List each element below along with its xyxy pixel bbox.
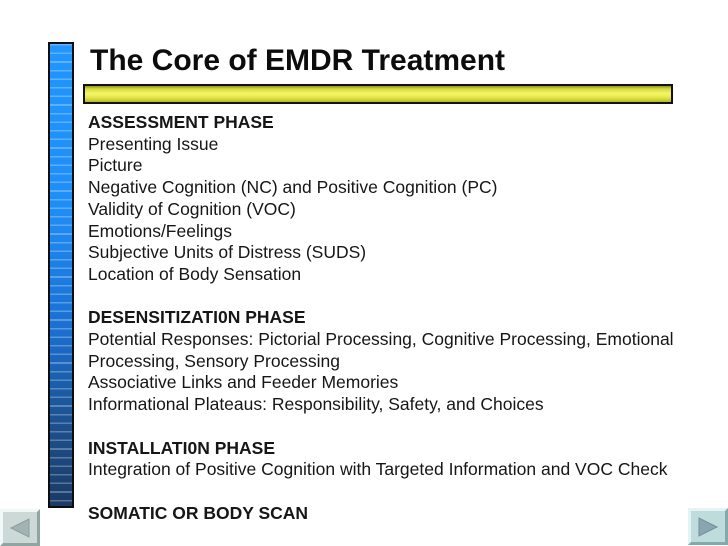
body-line: Integration of Positive Cognition with T… [88, 459, 668, 480]
body-line: Validity of Cognition (VOC) [88, 198, 296, 219]
body-line: Negative Cognition (NC) and Positive Cog… [88, 177, 498, 198]
body-line: INSTALLATI0N PHASE [88, 437, 275, 458]
body-line: ASSESSMENT PHASE [88, 112, 274, 132]
body-line-spacer [88, 286, 724, 308]
body-line: DESENSITIZATI0N PHASE [88, 307, 306, 328]
body-line: Associative Links and Feeder Memories [88, 372, 399, 393]
body-line: Location of Body Sensation [88, 263, 302, 284]
body-line: SOMATIC OR BODY SCAN [88, 502, 309, 523]
body-line: Subjective Units of Distress (SUDS) [88, 242, 367, 263]
page-title: The Core of EMDR Treatment [90, 44, 506, 77]
body-line: Processing, Sensory Processing [88, 350, 340, 371]
body-line: Emotions/Feelings [88, 220, 232, 241]
body-line: Informational Plateaus: Responsibility, … [88, 394, 544, 415]
prev-slide-button[interactable] [0, 509, 40, 546]
body-line: Picture [88, 155, 143, 176]
body-line-spacer [88, 481, 724, 503]
left-accent-bar [48, 42, 74, 508]
title-underline-bar [83, 84, 673, 104]
next-arrow-icon [696, 516, 720, 538]
body-line-spacer [88, 416, 724, 438]
body-line: Presenting Issue [88, 133, 219, 154]
slide-body: ASSESSMENT PHASE Presenting Issue Pictur… [88, 112, 724, 524]
prev-arrow-icon [8, 517, 32, 539]
next-slide-button[interactable] [688, 508, 728, 545]
body-line: Potential Responses: Pictorial Processin… [88, 329, 674, 350]
